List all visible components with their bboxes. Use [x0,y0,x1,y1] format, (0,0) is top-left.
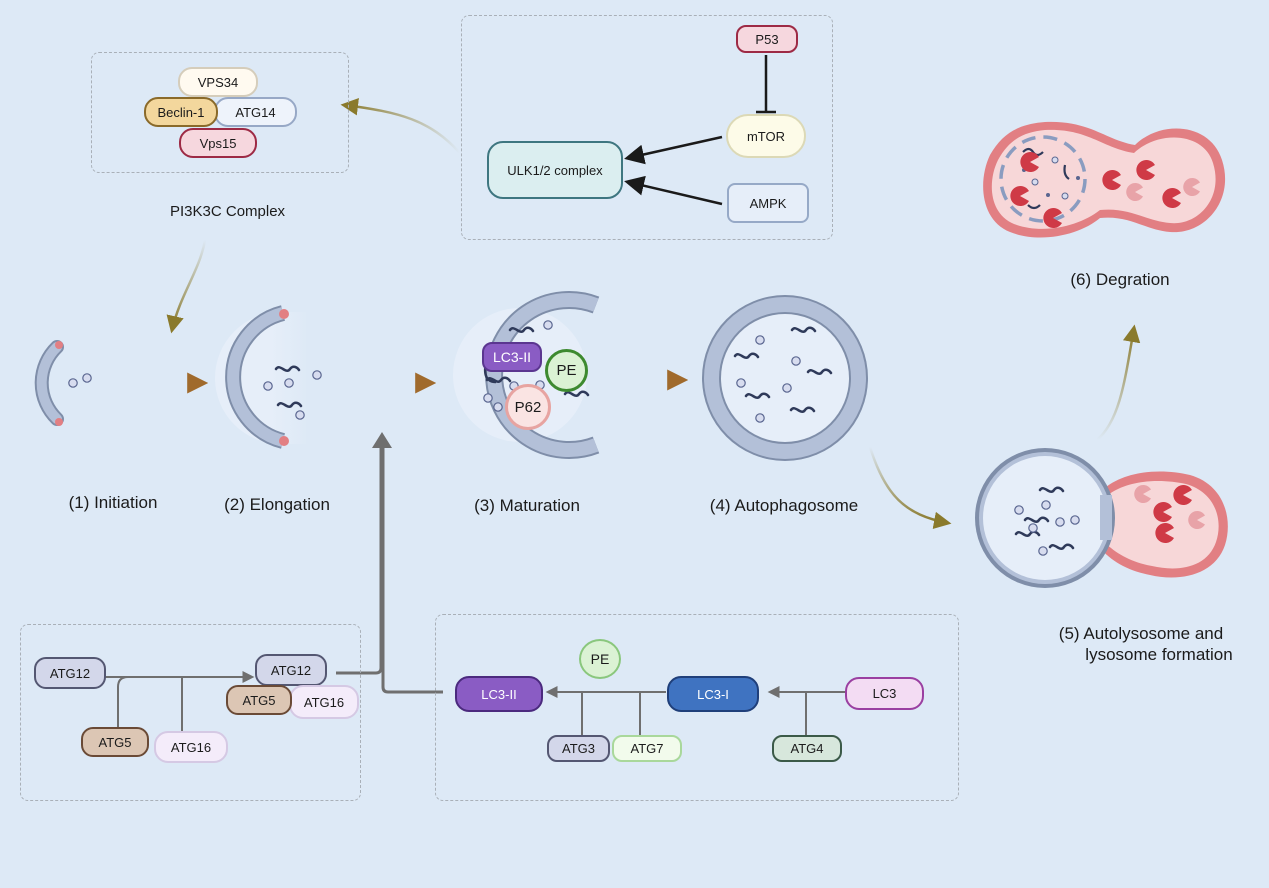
autolysosome [975,448,1228,588]
pe-on-vesicle: PE [545,349,588,392]
lc3i-protein: LC3-I [667,676,759,712]
atg3-protein: ATG3 [547,735,610,762]
stage-autolysosome-label-2: lysosome formation [1085,645,1233,664]
lc3ii-protein: LC3-II [455,676,543,712]
atg12-connectors [104,671,255,738]
beclin1-protein: Beclin-1 [144,97,218,127]
p53-protein: P53 [736,25,798,53]
stage-elongation-label: (2) Elongation [224,495,330,514]
atg12-pathway-frame [20,624,361,801]
atg12-free: ATG12 [34,657,106,689]
pi3k-complex-frame [91,52,349,173]
ulk-arrows [624,55,776,206]
lc3-protein: LC3 [845,677,924,710]
atg5-bound: ATG5 [226,685,292,715]
ampk-protein: AMPK [727,183,809,223]
p62-on-vesicle: P62 [505,384,551,430]
atg5-free: ATG5 [81,727,149,757]
ulk-complex-frame [461,15,833,240]
arrow-ulk-to-pi3k [340,98,461,154]
atg16-bound: ATG16 [289,685,359,719]
atg7-protein: ATG7 [612,735,682,762]
arrow-to-degradation [1096,324,1141,441]
atg4-protein: ATG4 [772,735,842,762]
pe-lipid: PE [579,639,621,679]
lc3-connectors [545,686,845,740]
vps34-protein: VPS34 [178,67,258,97]
elongation-phagophore [215,305,322,449]
initiation-membrane [34,340,92,426]
pi3k-complex-title: PI3K3C Complex [170,203,286,220]
autophagosome [702,295,868,461]
atg12-bound: ATG12 [255,654,327,686]
mtor-protein: mTOR [726,114,806,158]
ulk-complex-protein: ULK1/2 complex [487,141,623,199]
degradation-lysosome [983,121,1226,238]
maturation-vesicle [453,291,600,459]
lc3-feed-arrow [336,432,443,694]
arrow-to-autolysosome [868,446,952,530]
stage-autolysosome-label-1: (5) Autolysosome and [1058,624,1224,643]
stage-degradation-label: (6) Degration [1070,270,1170,289]
atg14-protein: ATG14 [214,97,297,127]
stage-maturation-label: (3) Maturation [474,496,580,515]
vps15-protein: Vps15 [179,128,257,158]
stage-autophagosome-label: (4) Autophagosome [709,496,859,515]
arrow-pi3k-to-elongation [166,239,207,334]
atg16-free: ATG16 [154,731,228,763]
stage-initiation-label: (1) Initiation [68,493,158,512]
lc3ii-on-vesicle: LC3-II [482,342,542,372]
stage-arrows [120,369,689,394]
lc3-pathway-frame [435,614,959,801]
